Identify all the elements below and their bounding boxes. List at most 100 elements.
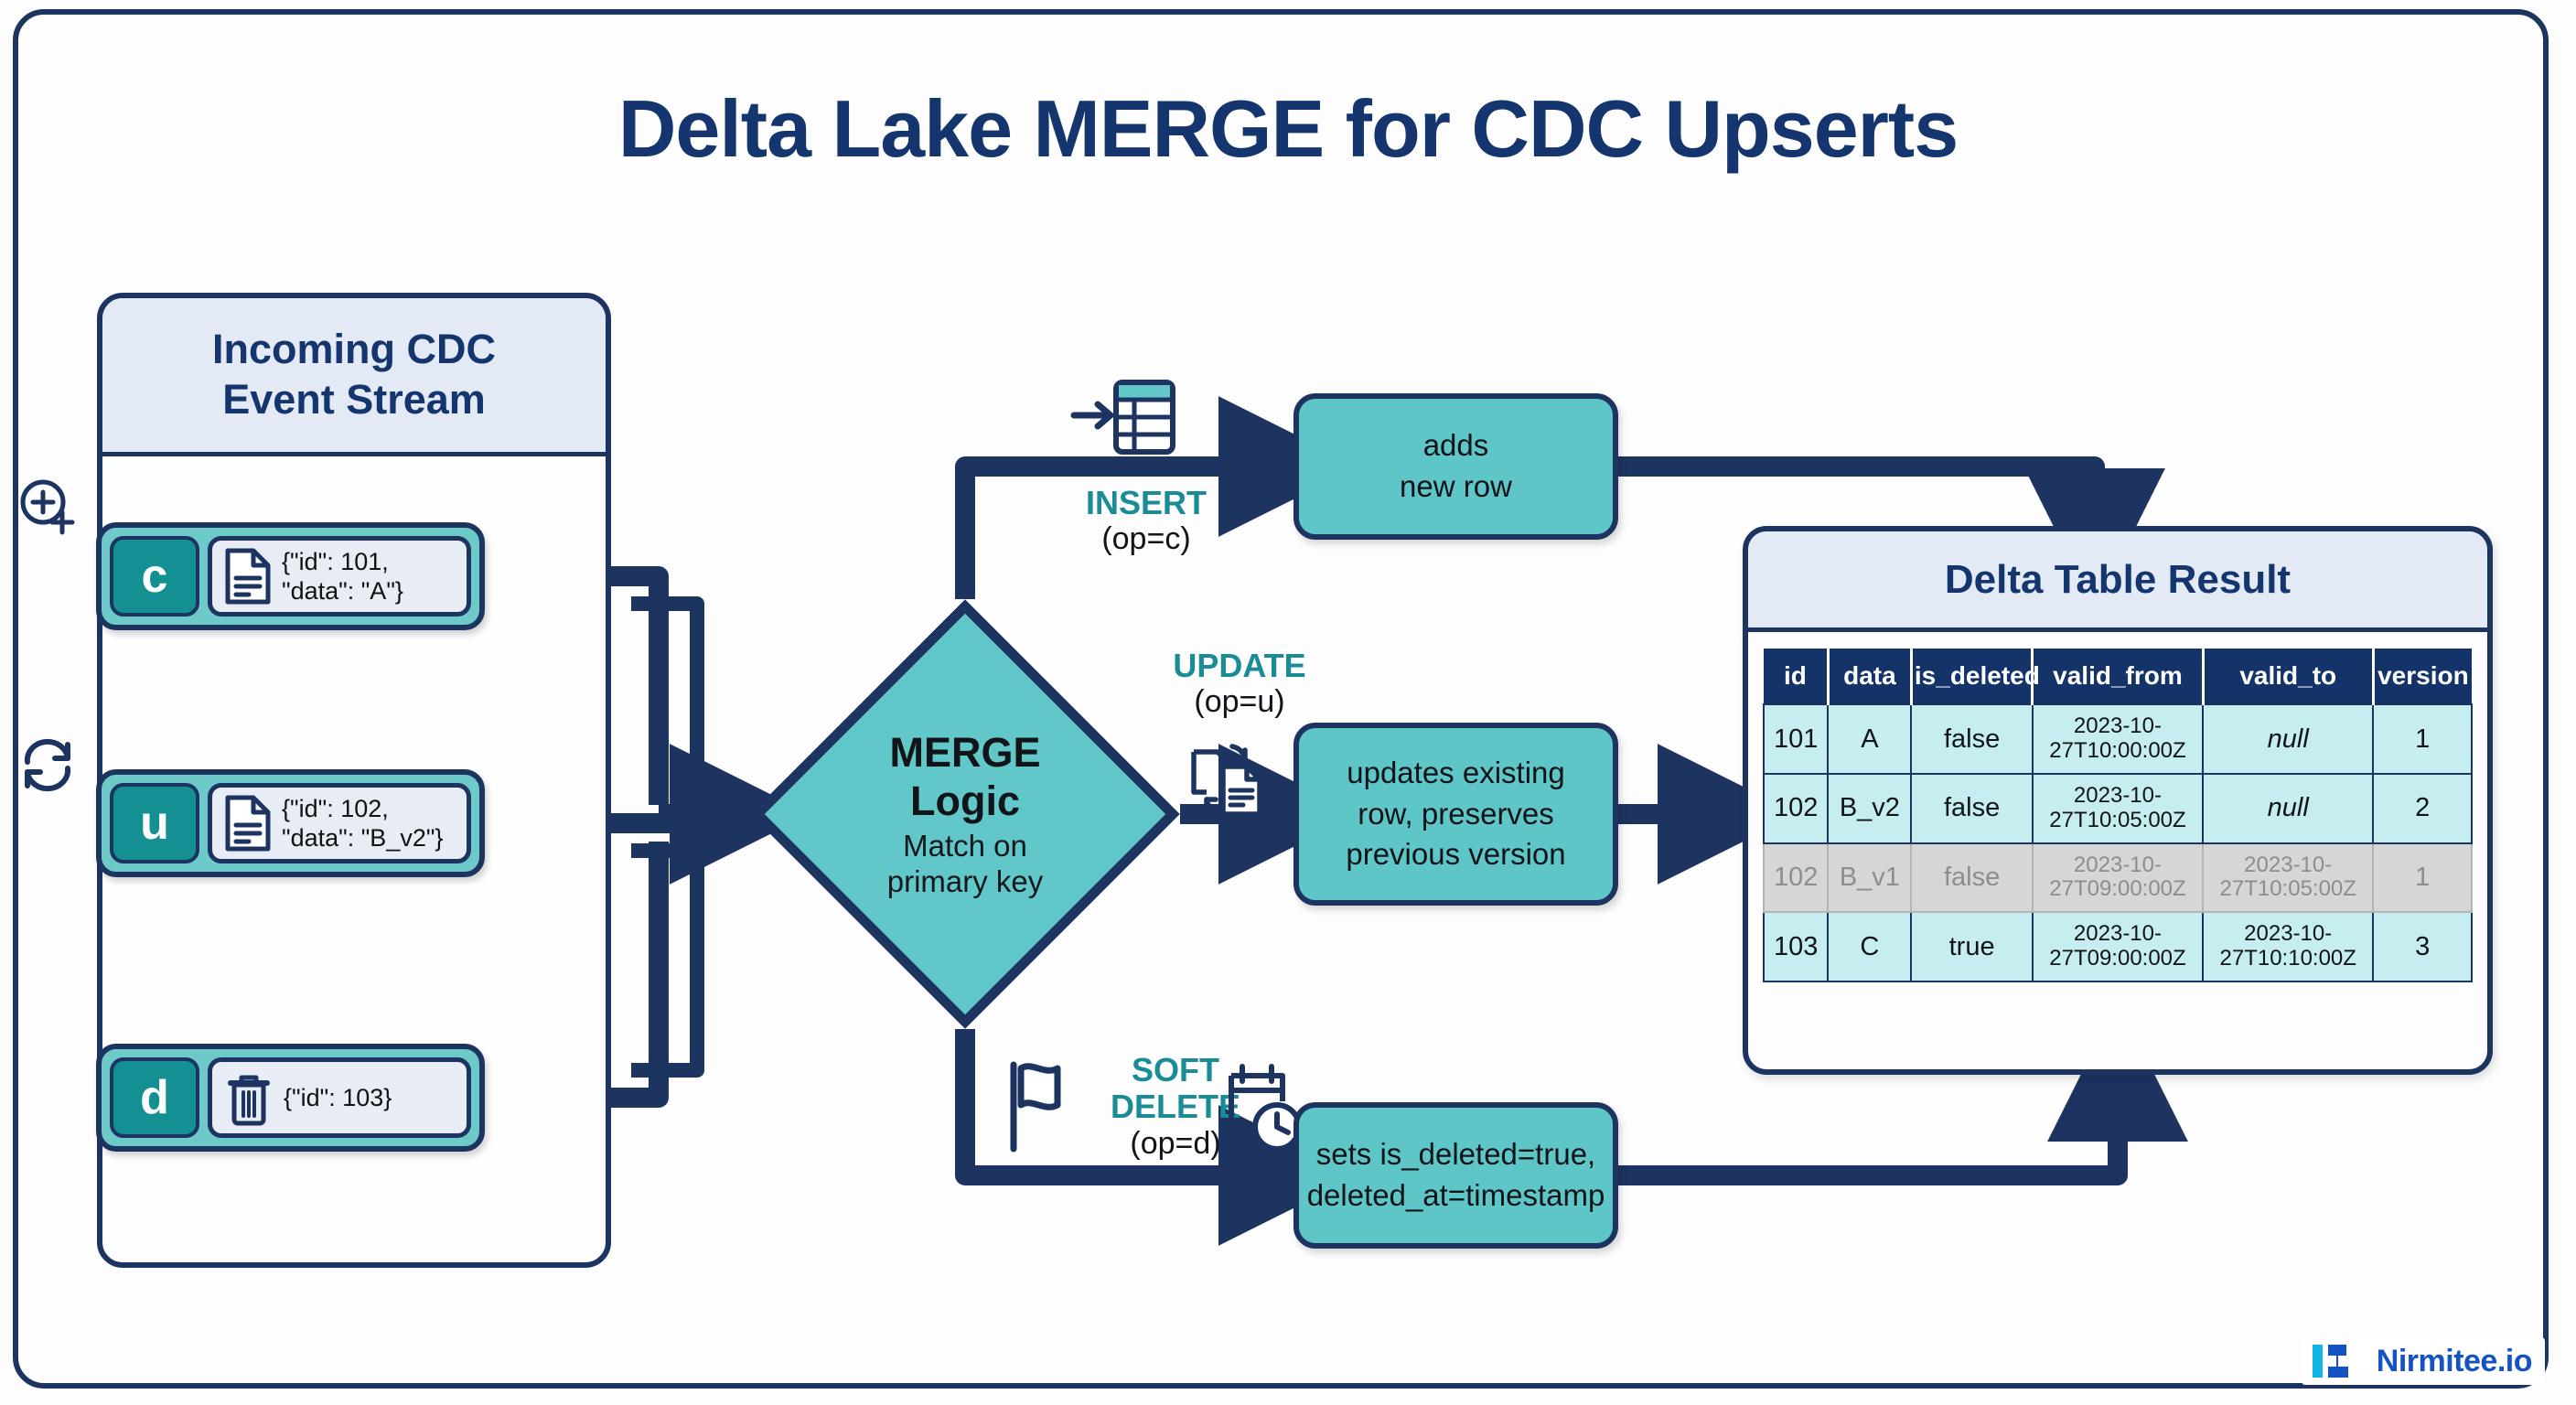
cell-version: 2 <box>2372 772 2473 844</box>
cdc-event-payload: {"id": 101, "data": "A"} <box>208 536 471 617</box>
cell-data: A <box>1827 703 1913 775</box>
cell-id: 103 <box>1762 911 1830 982</box>
merge-subtitle-line1: Match on <box>903 829 1027 863</box>
merge-diamond-shape <box>750 599 1180 1029</box>
cell-data: C <box>1827 911 1913 982</box>
brand-name: Nirmitee.io <box>2376 1343 2533 1378</box>
cell-valid-to: null <box>2202 772 2375 844</box>
table-row-superseded: 102 B_v1 false 2023-10-27T09:00:00Z 2023… <box>1762 842 2473 914</box>
flag-icon <box>1010 1061 1061 1153</box>
merge-title-line1: MERGE <box>889 728 1041 776</box>
cdc-event-payload: {"id": 102, "data": "B_v2"} <box>208 783 471 863</box>
cdc-panel-title-line1: Incoming CDC <box>212 326 496 373</box>
soft-delete-label-main-line1: SOFT <box>1132 1051 1219 1089</box>
insert-row-icon <box>1070 380 1175 455</box>
cell-id: 102 <box>1762 842 1830 914</box>
soft-delete-branch-label: SOFT DELETE (op=d) <box>1079 1051 1272 1161</box>
column-header-id: id <box>1764 649 1830 704</box>
payload-line-1: {"id": 103} <box>284 1083 392 1111</box>
soft-delete-box-line2: deleted_at=timestamp <box>1306 1178 1605 1212</box>
update-box-line3: previous version <box>1346 837 1566 872</box>
column-header-is-deleted: is_deleted <box>1911 649 2040 704</box>
column-header-valid-from: valid_from <box>2032 649 2205 704</box>
column-header-data: data <box>1828 649 1913 704</box>
cell-valid-from: 2023-10-27T09:00:00Z <box>2031 842 2205 914</box>
payload-line-1: {"id": 101, <box>282 547 389 575</box>
cell-valid-from: 2023-10-27T10:00:00Z <box>2031 703 2205 775</box>
delta-table-result-panel: Delta Table Result id data is_deleted va… <box>1743 526 2493 1075</box>
cell-data: B_v1 <box>1827 842 1913 914</box>
document-sync-icon <box>1191 744 1262 817</box>
cdc-event-card[interactable]: u {"id": 102, "data": "B_v2"} <box>96 769 485 877</box>
delta-table-wrap: id data is_deleted valid_from valid_to v… <box>1748 632 2487 997</box>
brand-footer: Nirmitee.io <box>2301 1337 2545 1385</box>
merge-logic-diamond[interactable]: MERGE Logic Match on primary key <box>750 599 1180 1029</box>
merge-title: MERGE Logic <box>889 728 1040 825</box>
calendar-clock-icon <box>1229 1064 1302 1152</box>
cdc-event-op-badge: c <box>110 536 199 617</box>
merge-subtitle-line2: primary key <box>886 864 1044 899</box>
cell-valid-from: 2023-10-27T10:05:00Z <box>2031 772 2205 844</box>
document-icon <box>225 548 271 605</box>
cdc-panel-title: Incoming CDC Event Stream <box>102 298 606 456</box>
cell-valid-to: null <box>2202 703 2375 775</box>
cell-version: 1 <box>2372 842 2473 914</box>
trash-icon <box>228 1075 270 1126</box>
cell-valid-to: 2023-10-27T10:10:00Z <box>2202 911 2375 982</box>
cdc-event-payload-text: {"id": 102, "data": "B_v2"} <box>282 794 443 853</box>
document-icon <box>225 795 271 852</box>
nirmitee-logo-icon <box>2312 1345 2348 1378</box>
delta-table: id data is_deleted valid_from valid_to v… <box>1762 649 2473 982</box>
cdc-panel-title-line2: Event Stream <box>222 376 486 423</box>
insert-box-line2: new row <box>1400 469 1512 503</box>
payload-line-1: {"id": 102, <box>282 794 389 822</box>
cdc-event-card[interactable]: c {"id": 101, "data": "A"} <box>96 522 485 630</box>
table-header-row: id data is_deleted valid_from valid_to v… <box>1764 649 2472 704</box>
cell-valid-from: 2023-10-27T09:00:00Z <box>2031 911 2205 982</box>
merge-subtitle: Match on primary key <box>887 829 1044 900</box>
merge-diamond-text: MERGE Logic Match on primary key <box>750 599 1180 1029</box>
cell-valid-to: 2023-10-27T10:05:00Z <box>2202 842 2375 914</box>
soft-delete-label-main-line2: DELETE <box>1110 1088 1240 1126</box>
cell-id: 102 <box>1762 772 1830 844</box>
payload-line-2: "data": "A"} <box>282 577 403 605</box>
cdc-event-payload-text: {"id": 103} <box>284 1083 392 1112</box>
delta-table-title: Delta Table Result <box>1748 531 2487 632</box>
cell-data: B_v2 <box>1827 772 1913 844</box>
cdc-event-payload-text: {"id": 101, "data": "A"} <box>282 547 403 606</box>
insert-branch-label: INSERT (op=c) <box>1032 484 1261 557</box>
cdc-event-card[interactable]: d {"id": 103} <box>96 1044 485 1152</box>
table-row: 103 C true 2023-10-27T09:00:00Z 2023-10-… <box>1762 911 2473 982</box>
insert-box-line1: adds <box>1422 428 1489 463</box>
insert-label-main: INSERT <box>1085 484 1207 521</box>
soft-delete-box-line1: sets is_deleted=true, <box>1315 1137 1596 1172</box>
page-title: Delta Lake MERGE for CDC Upserts <box>617 83 1959 174</box>
update-action-box[interactable]: updates existing row, preserves previous… <box>1293 723 1618 906</box>
cell-version: 1 <box>2372 703 2473 775</box>
cell-id: 101 <box>1762 703 1830 775</box>
cell-is-deleted: false <box>1910 772 2034 844</box>
cdc-event-op-badge: d <box>110 1057 199 1138</box>
update-branch-label: UPDATE (op=u) <box>1125 647 1354 719</box>
cell-is-deleted: false <box>1910 842 2034 914</box>
update-box-line2: row, preserves <box>1358 796 1554 831</box>
cell-is-deleted: true <box>1910 911 2034 982</box>
table-row: 102 B_v2 false 2023-10-27T10:05:00Z null… <box>1762 772 2473 844</box>
plus-circle-icon <box>20 479 75 535</box>
payload-line-2: "data": "B_v2"} <box>282 824 444 852</box>
insert-action-box[interactable]: adds new row <box>1293 393 1618 540</box>
update-label-main: UPDATE <box>1173 647 1306 684</box>
cell-is-deleted: false <box>1910 703 2034 775</box>
cell-version: 3 <box>2372 911 2473 982</box>
soft-delete-action-box[interactable]: sets is_deleted=true, deleted_at=timesta… <box>1293 1102 1618 1249</box>
cdc-event-payload: {"id": 103} <box>208 1057 471 1138</box>
column-header-valid-to: valid_to <box>2203 649 2375 704</box>
column-header-version: version <box>2373 649 2472 704</box>
cdc-event-op-badge: u <box>110 783 199 863</box>
soft-delete-label-sub: (op=d) <box>1130 1125 1221 1161</box>
table-row: 101 A false 2023-10-27T10:00:00Z null 1 <box>1762 703 2473 775</box>
refresh-cycle-icon <box>24 738 71 792</box>
insert-label-sub: (op=c) <box>1101 521 1191 557</box>
merge-title-line2: Logic <box>909 778 1020 825</box>
